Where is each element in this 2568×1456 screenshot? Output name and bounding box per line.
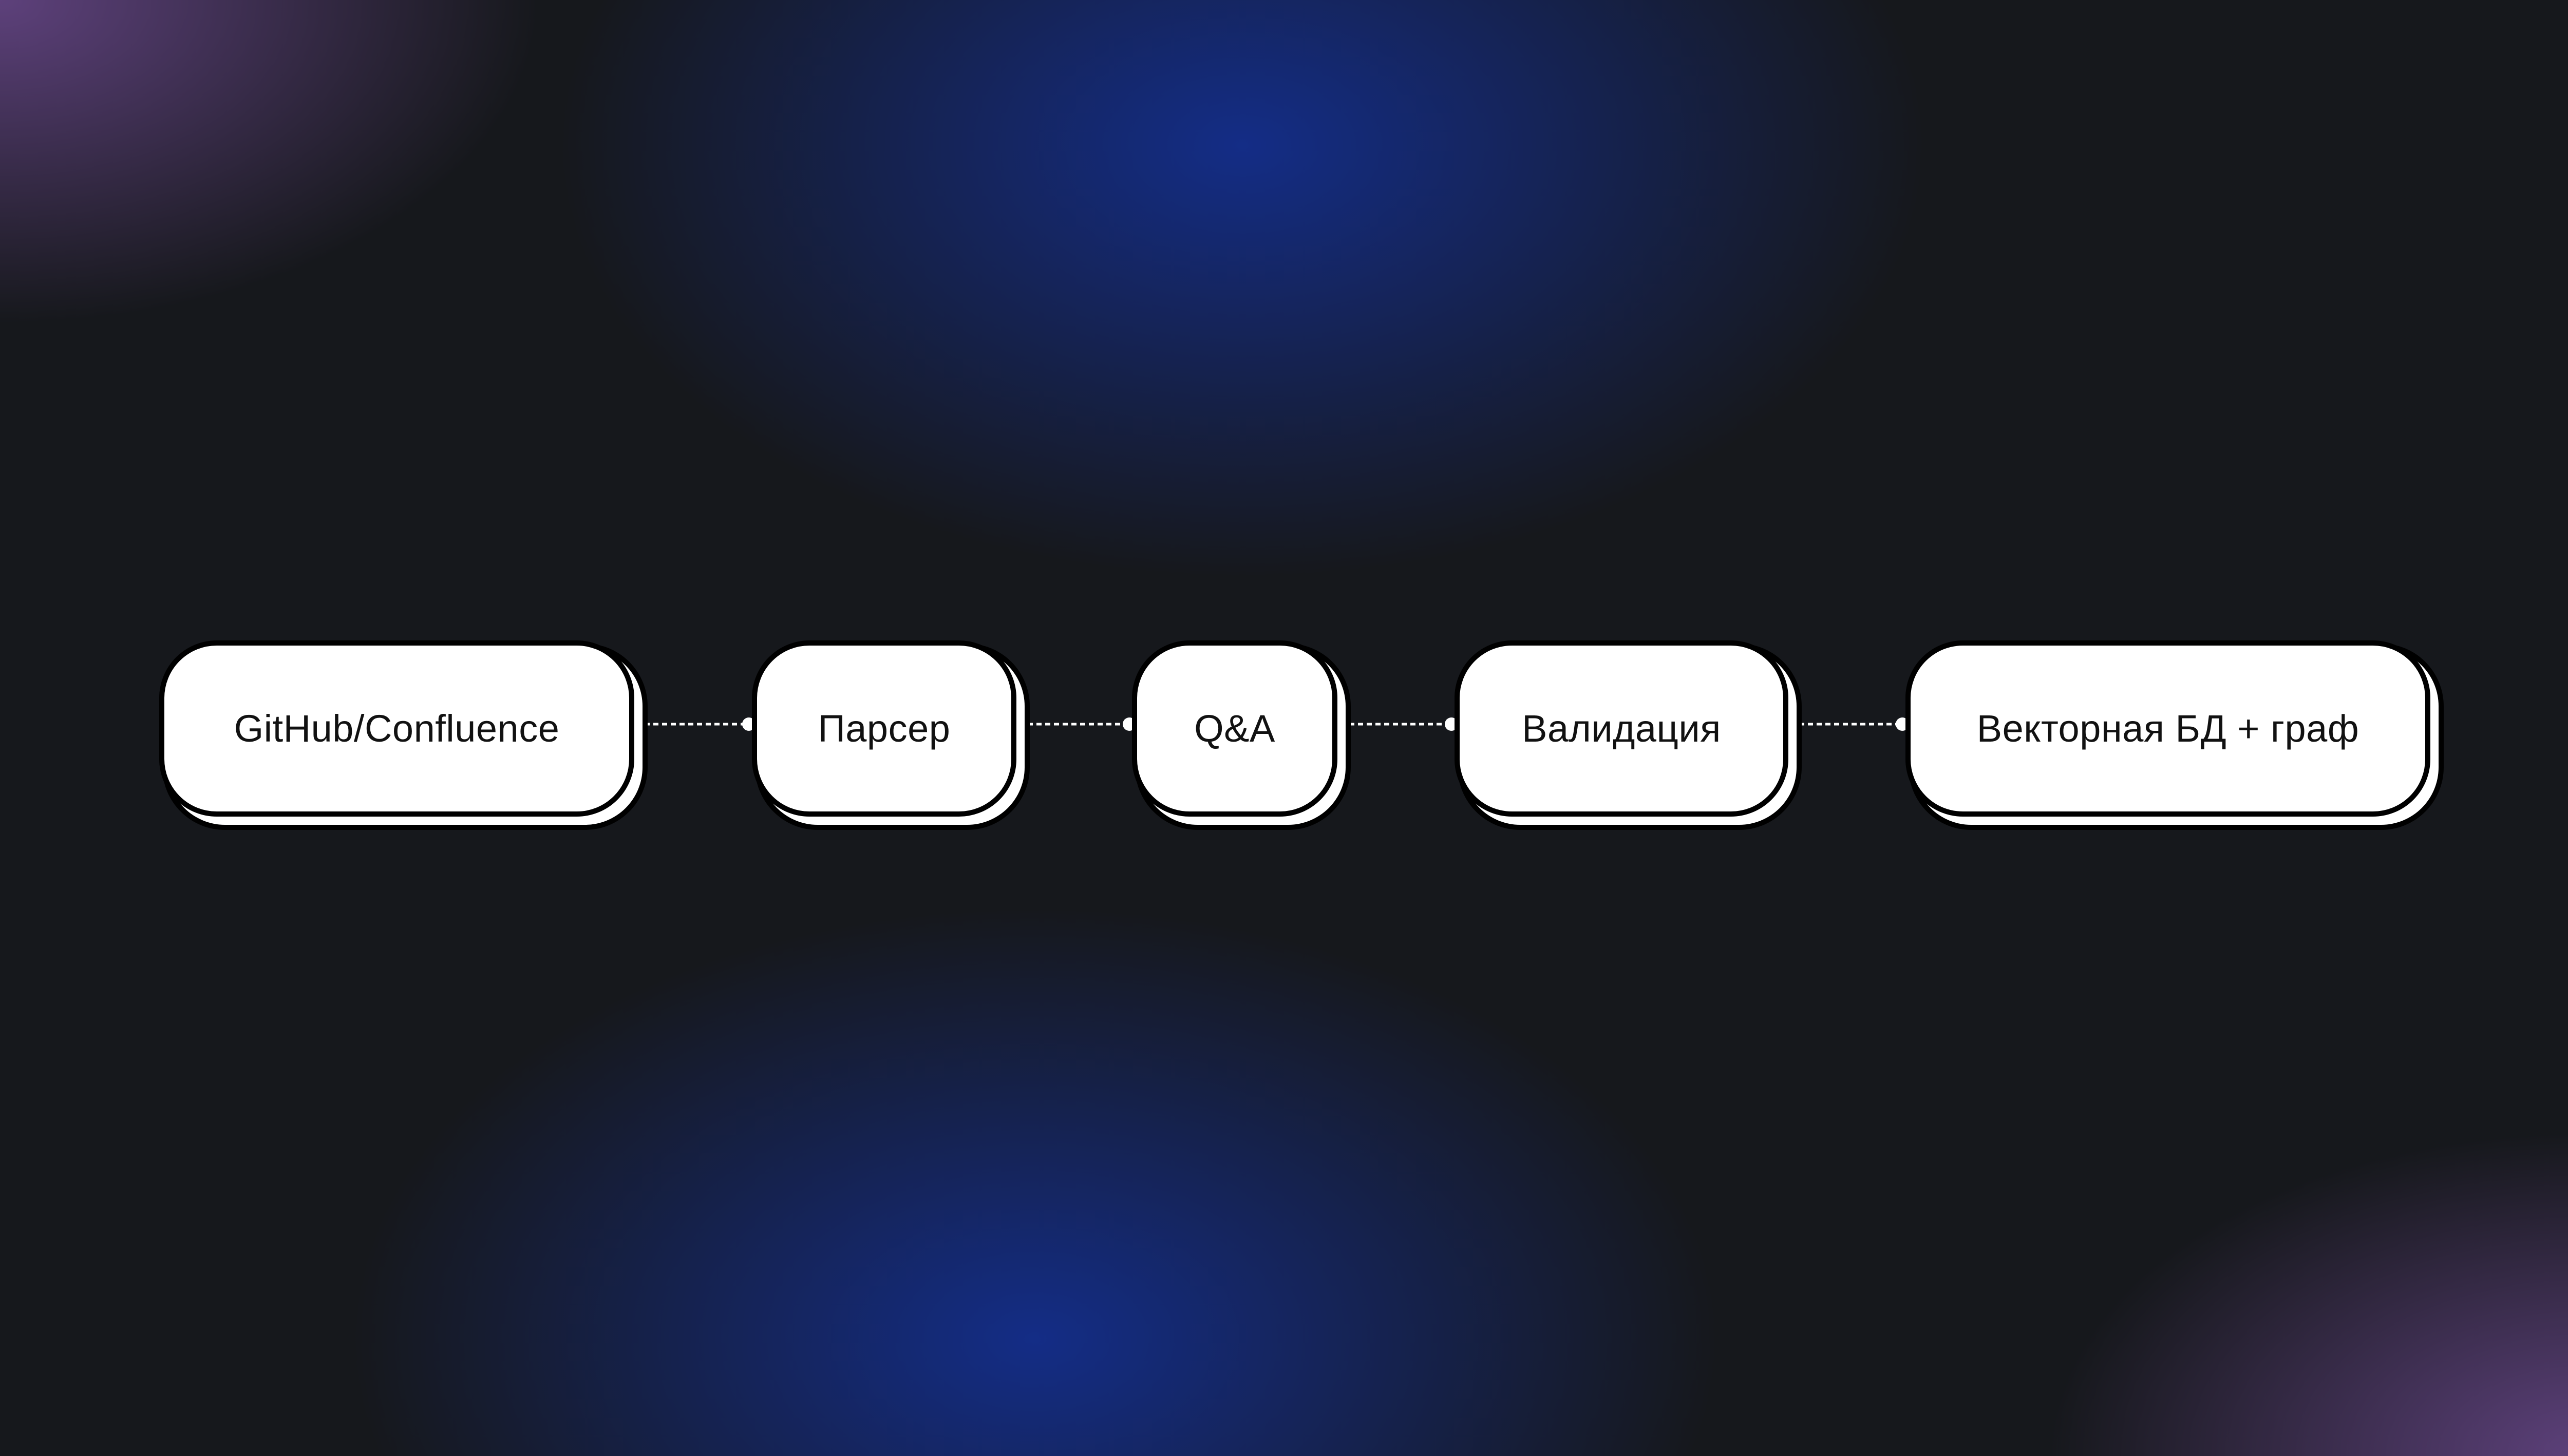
node-label: Валидация [1522,707,1721,750]
node-qa: Q&A [1132,640,1337,817]
node-parser: Парсер [752,640,1016,817]
node-github-confluence: GitHub/Confluence [159,640,634,817]
node-vector-db-graph: Векторная БД + граф [1905,640,2430,817]
node-label: Парсер [818,707,951,750]
node-label: GitHub/Confluence [234,707,560,750]
edge-validation-storage [1784,717,1909,731]
node-label: Q&A [1194,707,1275,750]
node-validation: Валидация [1455,640,1788,817]
node-label: Векторная БД + граф [1976,707,2359,750]
edge-source-parser [629,717,756,731]
edge-qa-validation [1334,717,1458,731]
edge-parser-qa [1012,717,1136,731]
